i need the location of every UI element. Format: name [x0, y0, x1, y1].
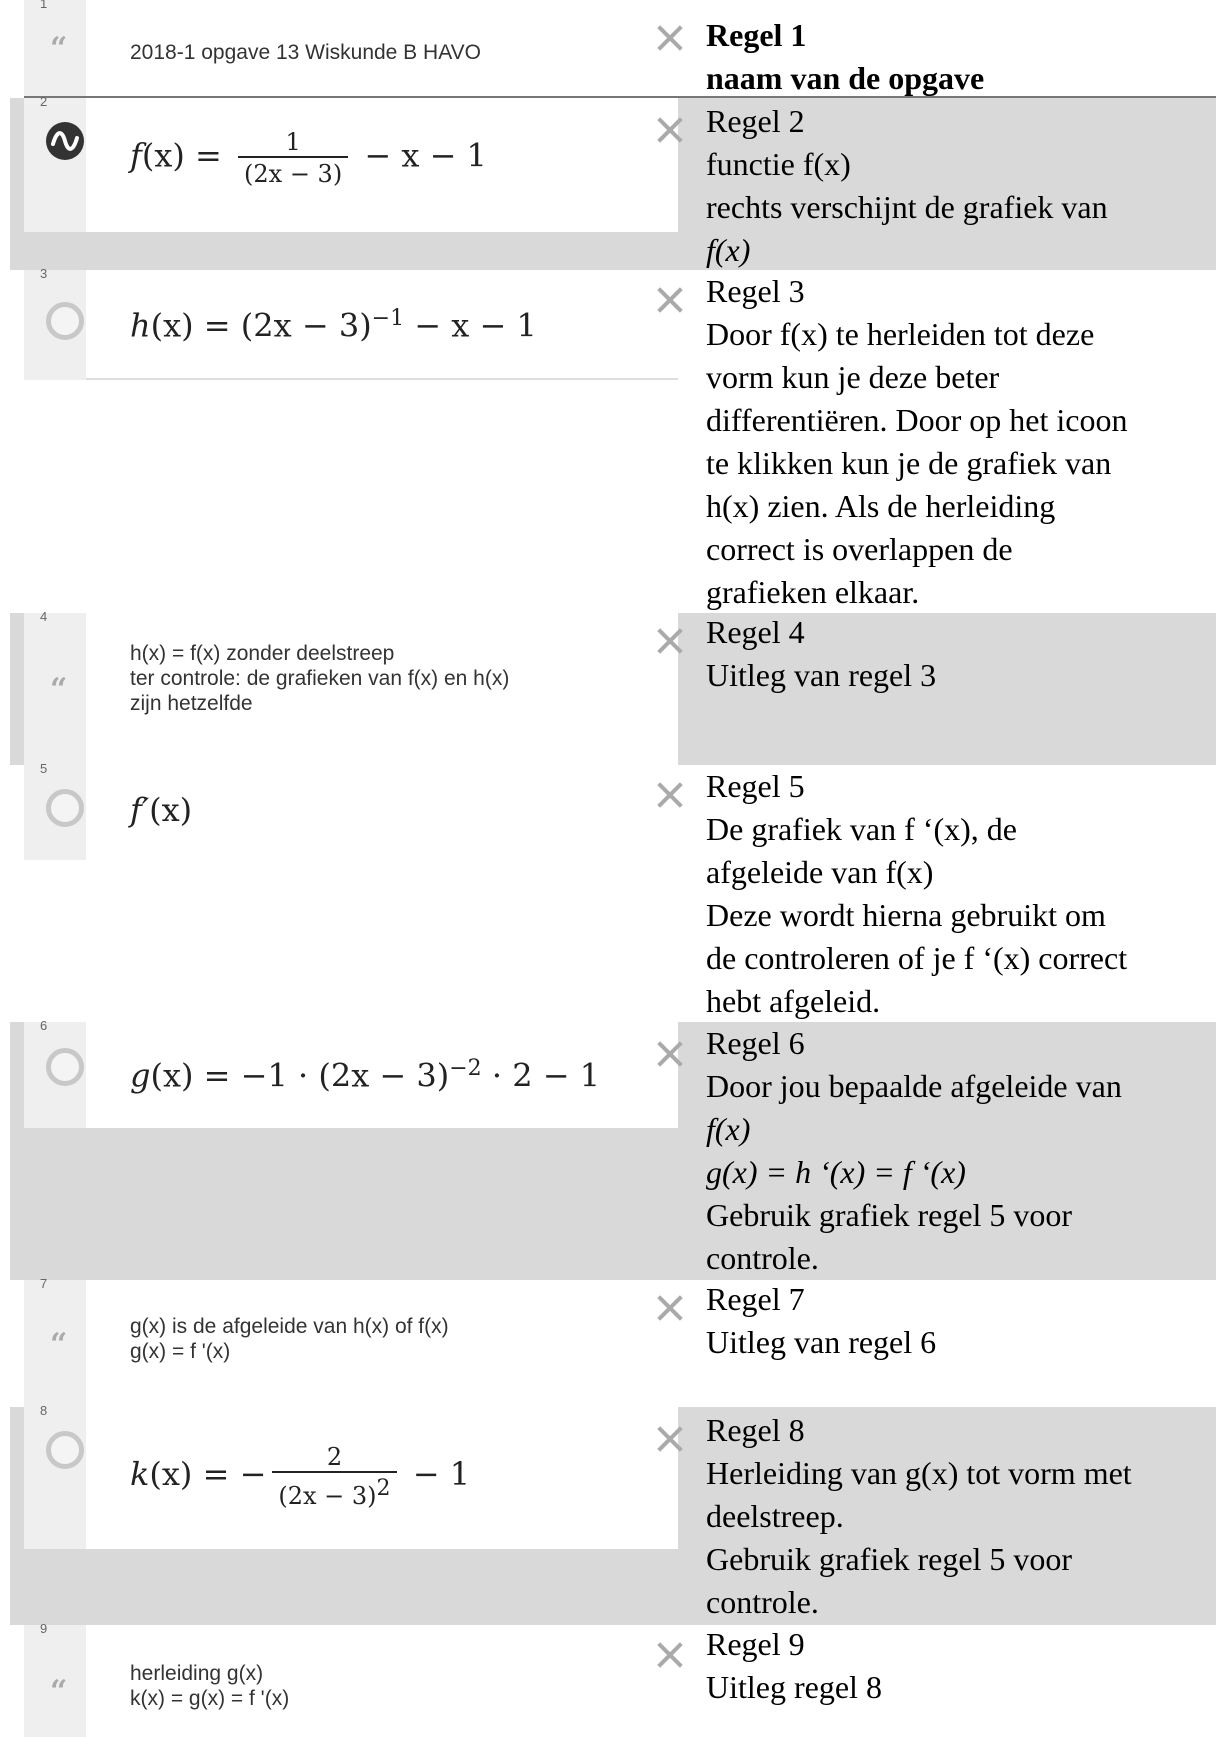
expression-box[interactable]: [86, 0, 678, 96]
math-expression[interactable]: f′(x): [130, 791, 193, 829]
explanation-1: Regel 1 naam van de opgave: [706, 17, 985, 96]
row-8: 8 k(x) = −2(2x − 3)2 − 1 Regel 8 Herleid…: [10, 1403, 1216, 1625]
gutter: [24, 98, 86, 232]
close-icon[interactable]: [656, 781, 684, 809]
close-icon[interactable]: [656, 116, 684, 144]
close-icon[interactable]: [656, 286, 684, 314]
divider: [24, 96, 1216, 98]
gutter: [24, 0, 86, 96]
math-expression[interactable]: k(x) = −2(2x − 3)2 − 1: [130, 1443, 471, 1510]
gutter: [24, 613, 86, 765]
expression-box[interactable]: [86, 613, 678, 765]
explanation-7: Regel 7 Uitleg van regel 6: [706, 1281, 937, 1360]
expression-panel-8[interactable]: 8 k(x) = −2(2x − 3)2 − 1: [24, 1403, 678, 1549]
expression-panel-6[interactable]: 6 g(x) = −1 · (2x − 3)−2 · 2 − 1: [24, 1018, 678, 1128]
row-2: 2 f(x) = 1(2x − 3) − x − 1 Regel 2 funct…: [10, 94, 1216, 270]
close-icon[interactable]: [656, 1040, 684, 1068]
expression-box[interactable]: [86, 765, 678, 860]
quote-icon[interactable]: “: [50, 672, 68, 707]
expression-box[interactable]: [86, 1022, 678, 1128]
expression-box[interactable]: [86, 1280, 678, 1407]
close-icon[interactable]: [656, 1294, 684, 1322]
close-icon[interactable]: [656, 1641, 684, 1669]
row-number: 5: [40, 761, 48, 776]
explanation-8: Regel 8 Herleiding van g(x) tot vorm met…: [706, 1412, 1132, 1620]
row-4: 4 “ h(x) = f(x) zonder deelstreep ter co…: [10, 609, 1216, 765]
note-text[interactable]: herleiding g(x) k(x) = g(x) = f '(x): [130, 1662, 290, 1710]
expression-box[interactable]: [86, 1625, 678, 1737]
row-7: 7 “ g(x) is de afgeleide van h(x) of f(x…: [10, 1276, 1216, 1407]
row-number: 7: [40, 1276, 48, 1291]
row-number: 2: [40, 94, 48, 109]
circle-icon[interactable]: [46, 1431, 84, 1469]
quote-icon[interactable]: “: [50, 31, 68, 66]
expression-box[interactable]: [86, 98, 678, 232]
row-number: 9: [40, 1621, 48, 1636]
row-1: 1 “ 2018-1 opgave 13 Wiskunde B HAVO Reg…: [10, 0, 1216, 96]
explanation-4: Regel 4 Uitleg van regel 3: [706, 614, 937, 693]
circle-icon[interactable]: [46, 1048, 84, 1086]
expression-panel-5[interactable]: 5 f′(x): [24, 761, 678, 860]
row-6: 6 g(x) = −1 · (2x − 3)−2 · 2 − 1 Regel 6…: [10, 1018, 1216, 1280]
close-icon[interactable]: [656, 1425, 684, 1453]
quote-icon[interactable]: “: [50, 1327, 68, 1362]
row-number: 8: [40, 1403, 48, 1418]
row-number: 1: [40, 0, 48, 11]
expression-panel-4[interactable]: 4 “ h(x) = f(x) zonder deelstreep ter co…: [24, 609, 678, 765]
row-9: 9 “ herleiding g(x) k(x) = g(x) = f '(x)…: [10, 1621, 1216, 1737]
expression-box[interactable]: [86, 270, 678, 380]
expression-panel-2[interactable]: 2 f(x) = 1(2x − 3) − x − 1: [24, 94, 678, 232]
explanation-2: Regel 2 functie f(x) rechts verschijnt d…: [706, 103, 1108, 268]
note-text[interactable]: h(x) = f(x) zonder deelstreep ter contro…: [130, 642, 510, 715]
wave-icon[interactable]: [46, 122, 84, 160]
row-number: 6: [40, 1018, 48, 1033]
explanation-3: Regel 3 Door f(x) te herleiden tot deze …: [706, 273, 1128, 610]
expression-panel-7[interactable]: 7 “ g(x) is de afgeleide van h(x) of f(x…: [24, 1276, 678, 1407]
circle-icon[interactable]: [46, 789, 84, 827]
gutter: [24, 1625, 86, 1737]
close-icon[interactable]: [656, 24, 684, 52]
circle-icon[interactable]: [46, 302, 84, 340]
expression-panel-3[interactable]: 3 h(x) = (2x − 3)−1 − x − 1: [24, 266, 678, 380]
note-text[interactable]: g(x) is de afgeleide van h(x) of f(x) g(…: [130, 1315, 449, 1363]
explanation-9: Regel 9 Uitleg regel 8: [706, 1626, 882, 1705]
row-number: 3: [40, 266, 48, 281]
quote-icon[interactable]: “: [50, 1674, 68, 1709]
row-5: 5 f′(x) Regel 5 De grafiek van f ‘(x), d…: [10, 761, 1216, 1022]
explanation-6: Regel 6 Door jou bepaalde afgeleide van …: [706, 1025, 1122, 1276]
gutter: [24, 1280, 86, 1407]
expression-box[interactable]: [86, 1407, 678, 1549]
close-icon[interactable]: [656, 627, 684, 655]
math-expression[interactable]: h(x) = (2x − 3)−1 − x − 1: [130, 306, 537, 345]
math-expression[interactable]: g(x) = −1 · (2x − 3)−2 · 2 − 1: [130, 1056, 601, 1095]
gutter: [24, 1407, 86, 1549]
expression-panel-9[interactable]: 9 “ herleiding g(x) k(x) = g(x) = f '(x): [24, 1621, 678, 1737]
note-text[interactable]: 2018-1 opgave 13 Wiskunde B HAVO: [130, 41, 481, 64]
math-expression[interactable]: f(x) = 1(2x − 3) − x − 1: [130, 128, 487, 188]
row-3: 3 h(x) = (2x − 3)−1 − x − 1 Regel 3 Door…: [10, 266, 1216, 613]
row-number: 4: [40, 609, 48, 624]
explanation-5: Regel 5 De grafiek van f ‘(x), de afgele…: [706, 768, 1128, 1019]
expression-panel-1[interactable]: 1 “ 2018-1 opgave 13 Wiskunde B HAVO: [24, 0, 678, 96]
